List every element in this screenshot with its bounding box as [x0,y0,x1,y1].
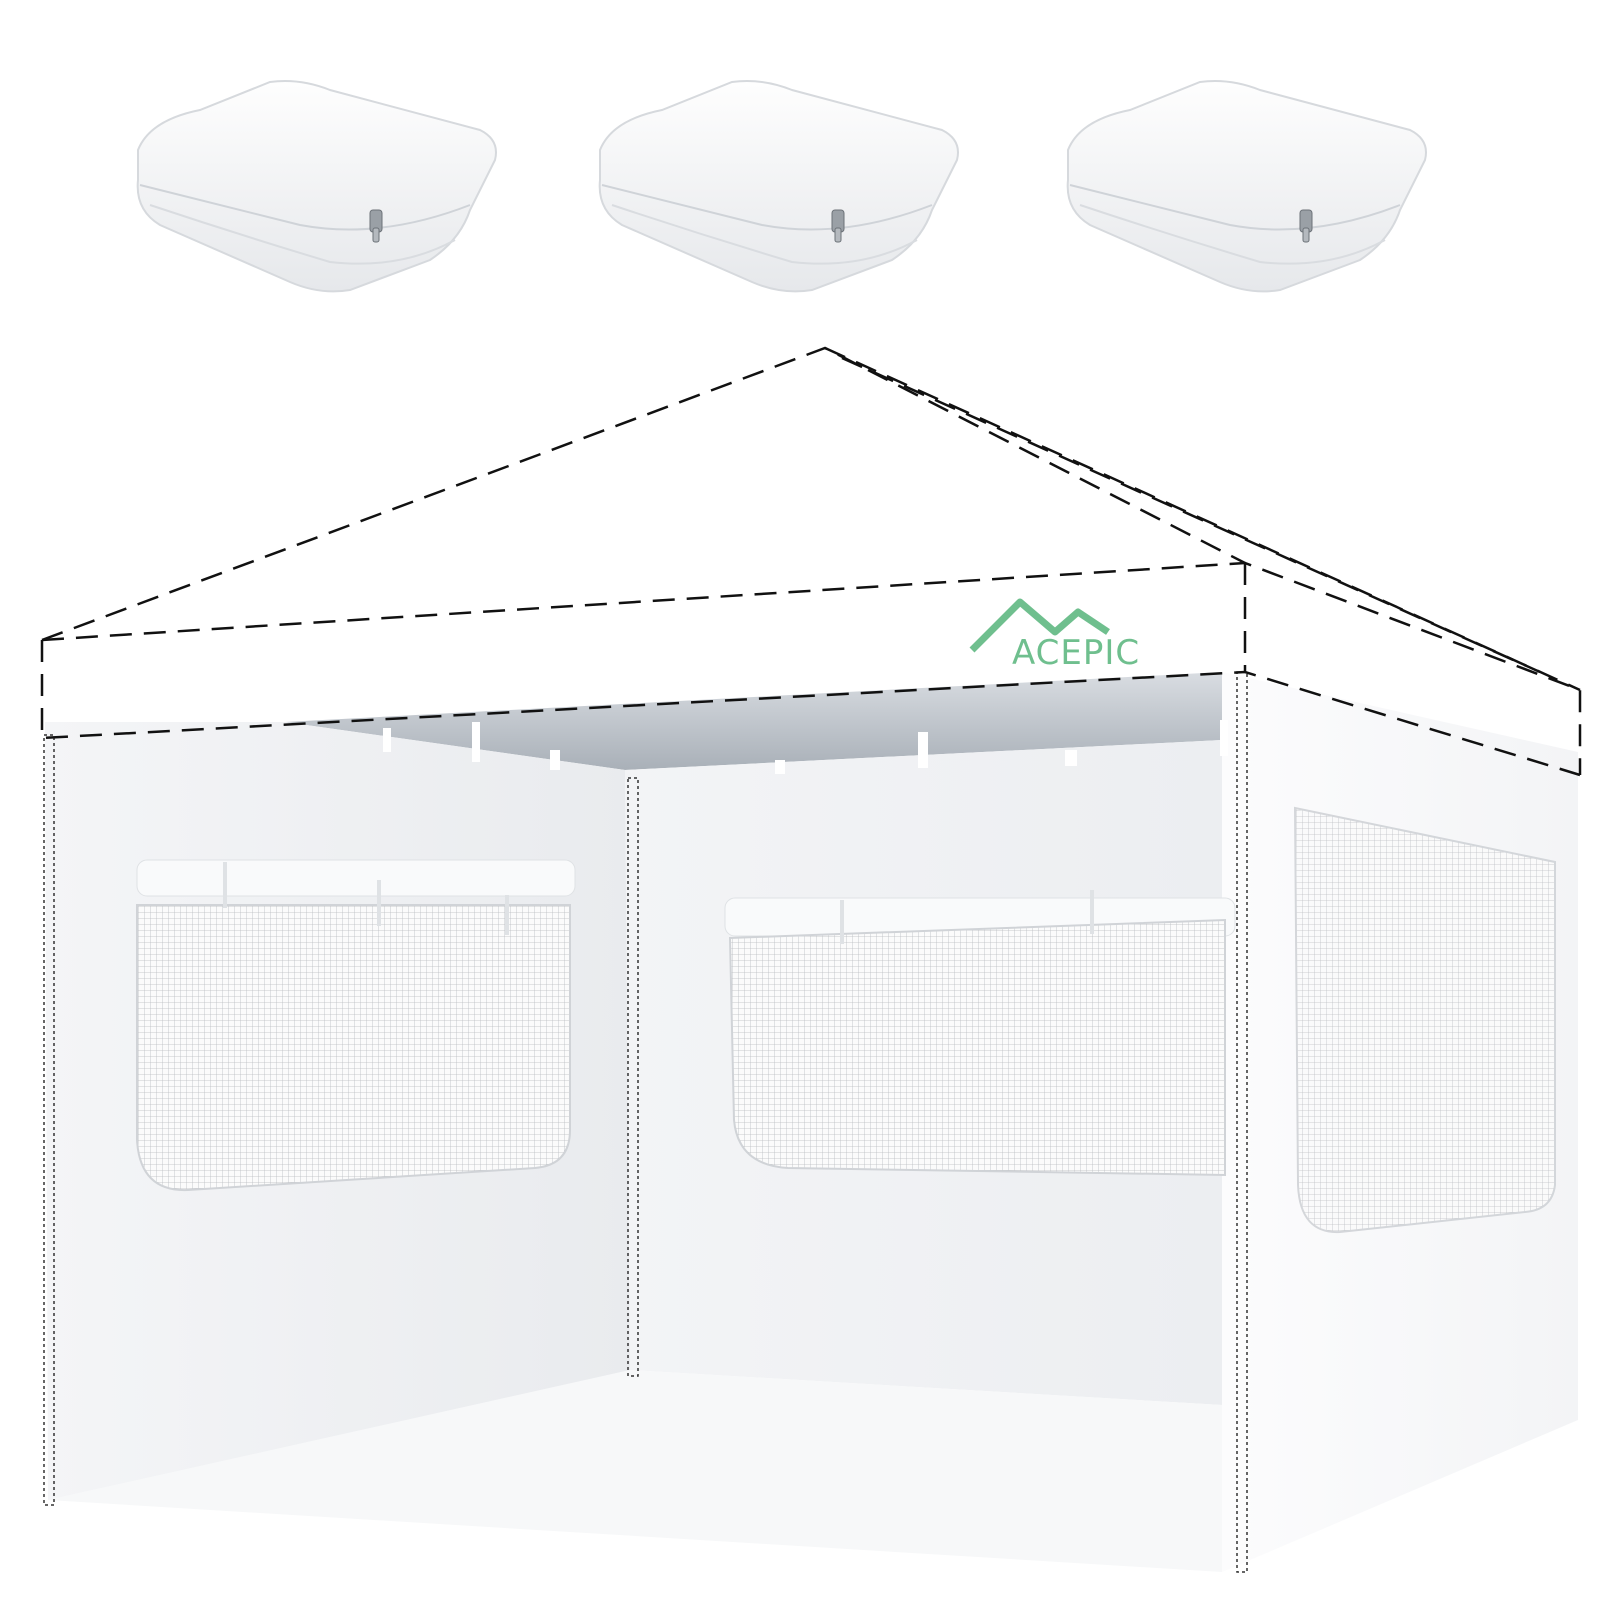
zipper-pull-icon [1299,209,1313,243]
packaged-panel-2 [598,80,959,293]
tent-ceiling [285,672,1222,770]
right-mesh-window [1293,806,1556,1234]
tent-floor [48,1370,1222,1572]
corner-posts [43,671,1248,1573]
packaged-panel-1 [136,80,497,293]
ceiling-tabs [383,720,1228,774]
zipper-pull-icon [369,209,383,243]
brand-logo-text: ACEPIC [1012,633,1140,673]
roof-outline [40,346,1582,777]
zipper-pull-icon [831,209,845,243]
brand-logo: ACEPIC [969,598,1140,673]
back-mesh-window [724,890,1236,1177]
left-mesh-window [136,859,576,1192]
packaged-panel-3 [1066,80,1427,293]
mountain-logo-icon [969,598,1110,653]
